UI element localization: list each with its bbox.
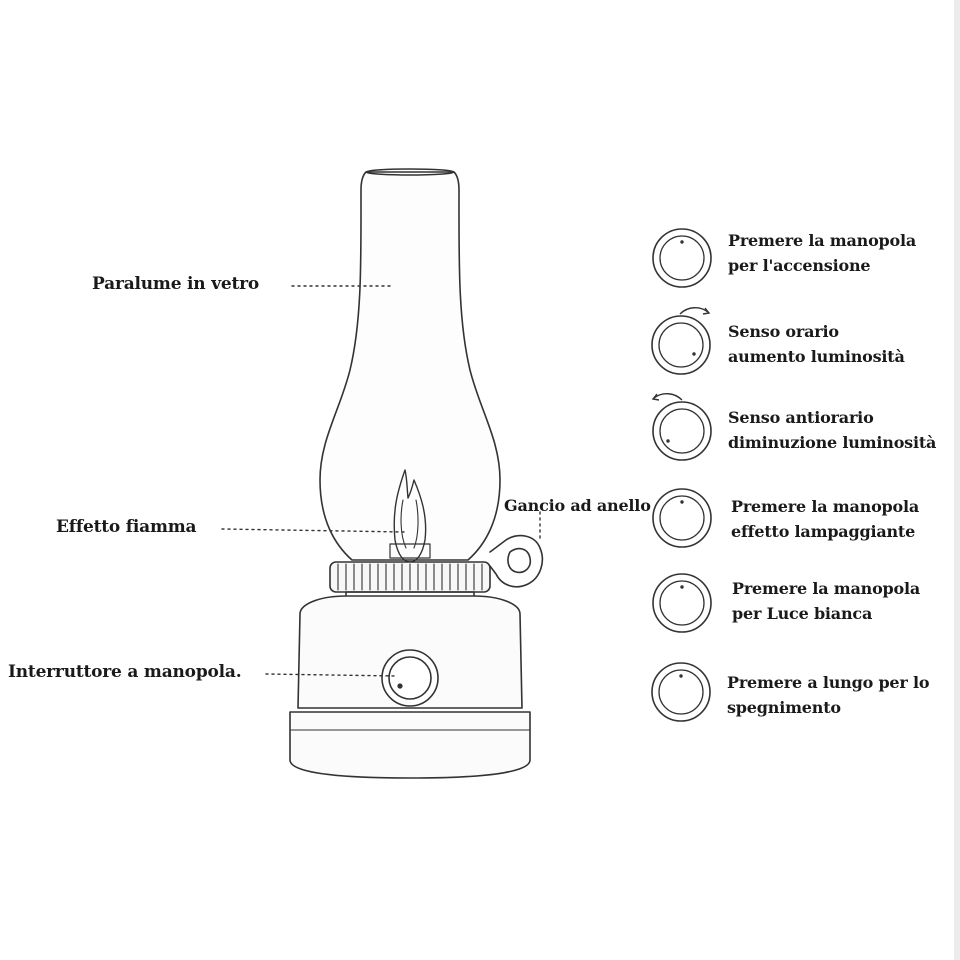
label-flame-effect: Effetto fiamma [56,517,197,537]
step-line: per l'accensione [728,256,871,275]
label-glass-shade: Paralume in vetro [92,274,260,294]
knob-press-icon [652,488,712,548]
step-text: Premere la manopola per Luce bianca [732,576,920,626]
step-line: effetto lampaggiante [731,522,916,541]
step-text: Premere la manopola effetto lampaggiante [731,494,919,544]
knob-press-icon [652,573,712,633]
glass-shade-top [365,168,455,176]
knob-press-icon [652,228,712,288]
step-line: diminuzione luminosità [728,433,937,452]
step-text: Premere la manopola per l'accensione [728,228,916,278]
step-line: Premere la manopola [732,579,921,598]
knob-press-icon [651,662,711,722]
label-knob-switch: Interruttore a manopola. [8,662,242,682]
flame-outline [393,469,427,563]
knob-clockwise-icon [651,315,711,375]
step-line: Premere la manopola [728,231,917,250]
step-text: Premere a lungo per lo spegnimento [727,670,930,720]
body-knob-outer [381,649,439,707]
step-line: spegnimento [727,698,841,717]
leader-knob [265,673,397,677]
step-line: Premere la manopola [731,497,920,516]
counterclockwise-arrow-icon [651,393,683,401]
label-ring-hook: Gancio ad anello [504,496,651,515]
step-line: Senso antiorario [728,408,874,427]
step-line: Senso orario [728,322,839,341]
edge-strip [954,0,960,960]
step-text: Senso orario aumento luminosità [728,319,905,369]
step-line: per Luce bianca [732,604,873,623]
body-knob-inner [388,656,432,700]
gear-ring-teeth [337,563,483,591]
ring-hook [489,534,544,588]
leader-flame [221,528,405,533]
step-line: Premere a lungo per lo [727,673,930,692]
clockwise-arrow-icon [679,307,711,315]
lamp-base-band [289,711,531,779]
step-line: aumento luminosità [728,347,905,366]
flame-base [389,543,431,559]
glass-shade-outline [319,171,501,561]
knob-counterclockwise-icon [652,401,712,461]
step-text: Senso antiorario diminuzione luminosità [728,405,936,455]
